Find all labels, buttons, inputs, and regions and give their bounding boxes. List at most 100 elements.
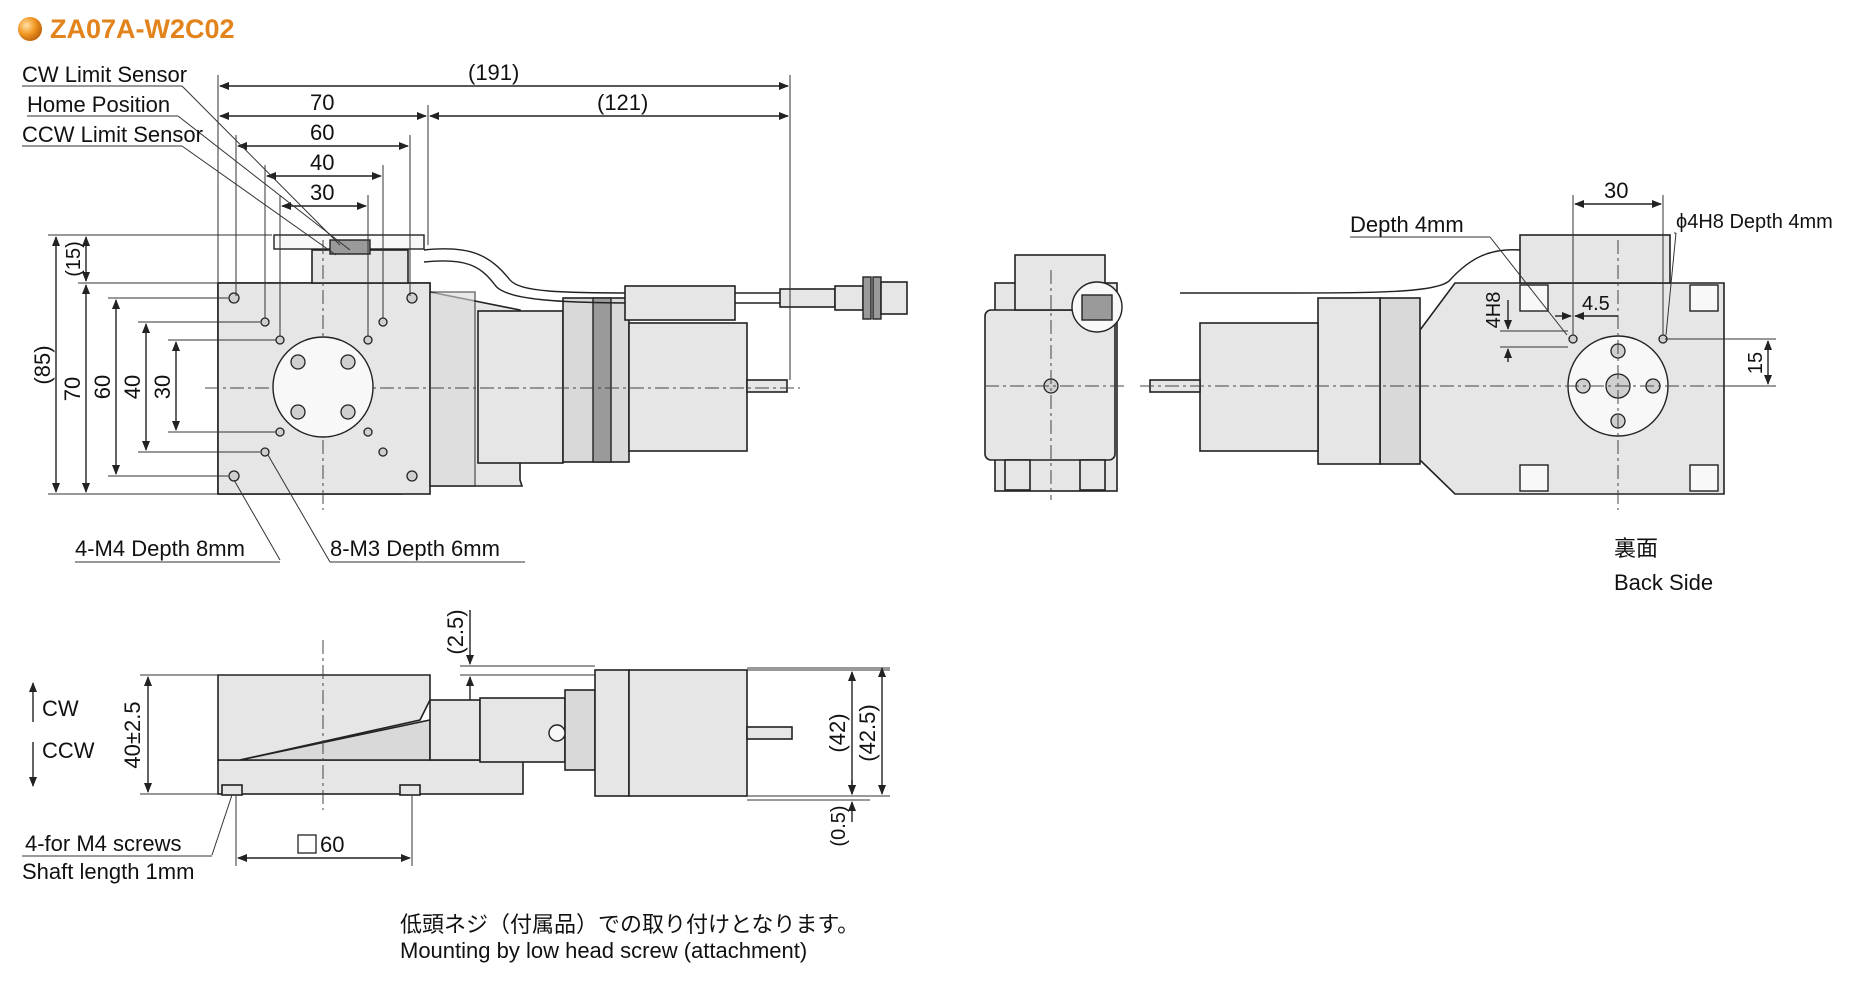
- dim-70-label: 70: [310, 90, 334, 115]
- model-title: ZA07A-W2C02: [50, 14, 235, 44]
- side-dim-425-label: (42.5): [855, 704, 880, 761]
- ccw-limit-label: CCW Limit Sensor: [22, 122, 203, 147]
- front-feet-right: [1079, 459, 1106, 491]
- cable-strain-relief: [779, 288, 836, 308]
- dim-v85-label: (85): [30, 345, 55, 384]
- m4-hole-4: [406, 470, 418, 482]
- m3-hole-6: [363, 335, 373, 345]
- back-dim-15-label: 15: [1745, 352, 1767, 374]
- back-view: 30 Depth 4mm ϕ4H8 Depth 4mm 4H8 4.5 15 裏…: [1140, 178, 1833, 595]
- back-pad-3: [1519, 464, 1549, 492]
- side-foot-left: [221, 784, 243, 796]
- square-symbol-icon: [297, 834, 317, 854]
- m4-hole-3: [228, 470, 240, 482]
- m3-hole-5: [275, 335, 285, 345]
- header: ZA07A-W2C02: [18, 14, 235, 44]
- screws-label: 4-for M4 screws: [25, 831, 181, 856]
- side-block: [429, 699, 481, 761]
- back-pad-2: [1689, 284, 1719, 312]
- m3-hole-8: [363, 427, 373, 437]
- table-hole-2: [340, 354, 356, 370]
- rotary-table: [272, 336, 374, 438]
- side-shaft: [746, 726, 793, 740]
- connector-head: [880, 281, 908, 315]
- motor-ring: [592, 297, 612, 463]
- side-motor: [594, 669, 630, 797]
- front-connector-pins: [1081, 294, 1113, 321]
- side-foot-right: [399, 784, 421, 796]
- back-pin-left: [1568, 334, 1578, 344]
- top-view: (191) 70 (121) 60 40 30 (85) (15) 70 60: [22, 60, 908, 563]
- back-dim-4h8-label: 4H8: [1483, 292, 1505, 329]
- back-pad-1: [1519, 284, 1549, 312]
- back-cable: [1180, 249, 1521, 294]
- m3-hole-4: [378, 447, 388, 457]
- back-dim-45-label: 4.5: [1582, 293, 1610, 315]
- footer-note: 低頭ネジ（付属品）での取り付けとなります。 Mounting by low he…: [400, 912, 859, 963]
- cw-label: CW: [42, 696, 79, 721]
- shaft-length-label: Shaft length 1mm: [22, 859, 194, 884]
- back-side-en: Back Side: [1614, 570, 1713, 595]
- sensor-mount: [311, 249, 409, 284]
- ccw-label: CCW: [42, 738, 95, 763]
- dim-40-label: 40: [310, 150, 334, 175]
- side-dim-42-label: (42): [825, 713, 850, 752]
- back-side-jp: 裏面: [1614, 536, 1658, 561]
- front-view: [984, 254, 1125, 500]
- table-hole-4: [340, 404, 356, 420]
- m4-hole-1: [228, 292, 240, 304]
- dim-v30-label: 30: [150, 375, 175, 399]
- dim-v40-label: 40: [120, 375, 145, 399]
- depth-label: Depth 4mm: [1350, 212, 1464, 237]
- side-screw-icon: [548, 724, 566, 742]
- side-dim-25-label: (2.5): [443, 609, 468, 654]
- side-table: [217, 674, 431, 761]
- back-dim-30-label: 30: [1604, 178, 1628, 203]
- dim-121-label: (121): [597, 90, 648, 115]
- home-position-label: Home Position: [27, 92, 170, 117]
- side-base: [217, 759, 524, 795]
- dim-30-label: 30: [310, 180, 334, 205]
- front-feet-left: [1004, 459, 1031, 491]
- cable-lower: [423, 260, 780, 304]
- side-dim-60-label: 60: [320, 832, 344, 857]
- table-hole-1: [290, 354, 306, 370]
- gearbox-block: [477, 310, 564, 464]
- side-view: CW CCW 40±2.5 (2.5) (42) (42.5) (0.5) 60: [22, 609, 890, 884]
- m3-hole-2: [378, 317, 388, 327]
- sensor-block: [329, 239, 371, 255]
- side-coupling: [564, 689, 596, 771]
- table-hole-3: [290, 404, 306, 420]
- side-dim-05-label: (0.5): [828, 805, 850, 846]
- back-coupling: [1317, 297, 1381, 465]
- cw-limit-label: CW Limit Sensor: [22, 62, 187, 87]
- back-pad-4: [1689, 464, 1719, 492]
- cable-upper: [423, 248, 780, 294]
- dim-191-label: (191): [468, 60, 519, 85]
- dim-60-label: 60: [310, 120, 334, 145]
- footer-jp: 低頭ネジ（付属品）での取り付けとなります。: [400, 912, 859, 937]
- back-gearbox: [1379, 297, 1421, 465]
- connector-ring-2: [872, 276, 882, 320]
- connector-neck: [834, 285, 864, 311]
- m3-hole-7: [275, 427, 285, 437]
- dim-v70-label: 70: [60, 377, 85, 401]
- connector-ring: [862, 276, 872, 320]
- motor-block: [628, 322, 748, 452]
- dim-v60-label: 60: [90, 375, 115, 399]
- motor-shaft: [746, 379, 788, 393]
- m4-callout-label: 4-M4 Depth 8mm: [75, 536, 245, 561]
- back-sensor: [1519, 234, 1671, 284]
- m3-hole-1: [260, 317, 270, 327]
- hole-spec-label: ϕ4H8 Depth 4mm: [1676, 211, 1833, 233]
- dim-v15-label: (15): [63, 241, 85, 277]
- gearbox-side: [429, 291, 476, 487]
- m4-hole-2: [406, 292, 418, 304]
- orange-bullet-icon: [18, 17, 42, 41]
- side-motor-body: [628, 669, 748, 797]
- side-dim-40-label: 40±2.5: [120, 701, 145, 768]
- footer-en: Mounting by low head screw (attachment): [400, 938, 807, 963]
- m3-callout-label: 8-M3 Depth 6mm: [330, 536, 500, 561]
- cable-clamp: [624, 285, 736, 321]
